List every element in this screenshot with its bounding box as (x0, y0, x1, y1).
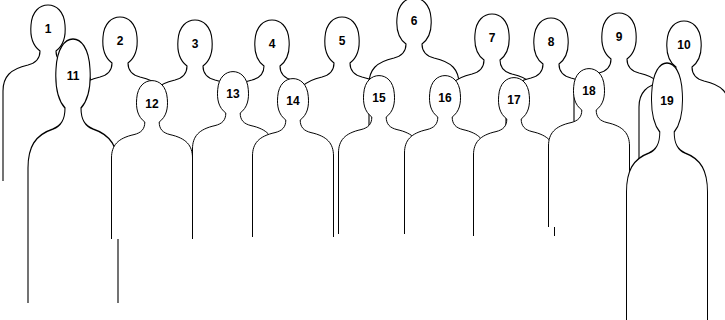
person-silhouette (474, 78, 555, 236)
person-silhouette (253, 79, 334, 237)
callout-number: 11 (67, 69, 80, 83)
person-silhouette (627, 63, 708, 320)
callout-number: 15 (372, 91, 385, 105)
person-silhouette (549, 69, 630, 227)
callout-number: 6 (411, 14, 418, 28)
callout-number: 16 (438, 91, 451, 105)
callout-number: 12 (145, 97, 158, 111)
callout-number: 17 (507, 93, 520, 107)
callout-number: 8 (548, 35, 555, 49)
callout-number: 14 (286, 94, 299, 108)
callout-number: 18 (582, 84, 595, 98)
callout-number: 7 (489, 31, 496, 45)
callout-number: 1 (45, 22, 52, 36)
callout-number: 2 (117, 34, 124, 48)
callout-number: 3 (192, 37, 199, 51)
callout-number: 19 (660, 94, 673, 108)
callout-number: 9 (616, 30, 623, 44)
callout-number: 4 (269, 37, 276, 51)
person-silhouette (28, 39, 118, 303)
callout-number: 13 (226, 87, 239, 101)
person-silhouette (112, 81, 193, 239)
callout-number: 10 (677, 38, 690, 52)
callout-number: 5 (339, 34, 346, 48)
